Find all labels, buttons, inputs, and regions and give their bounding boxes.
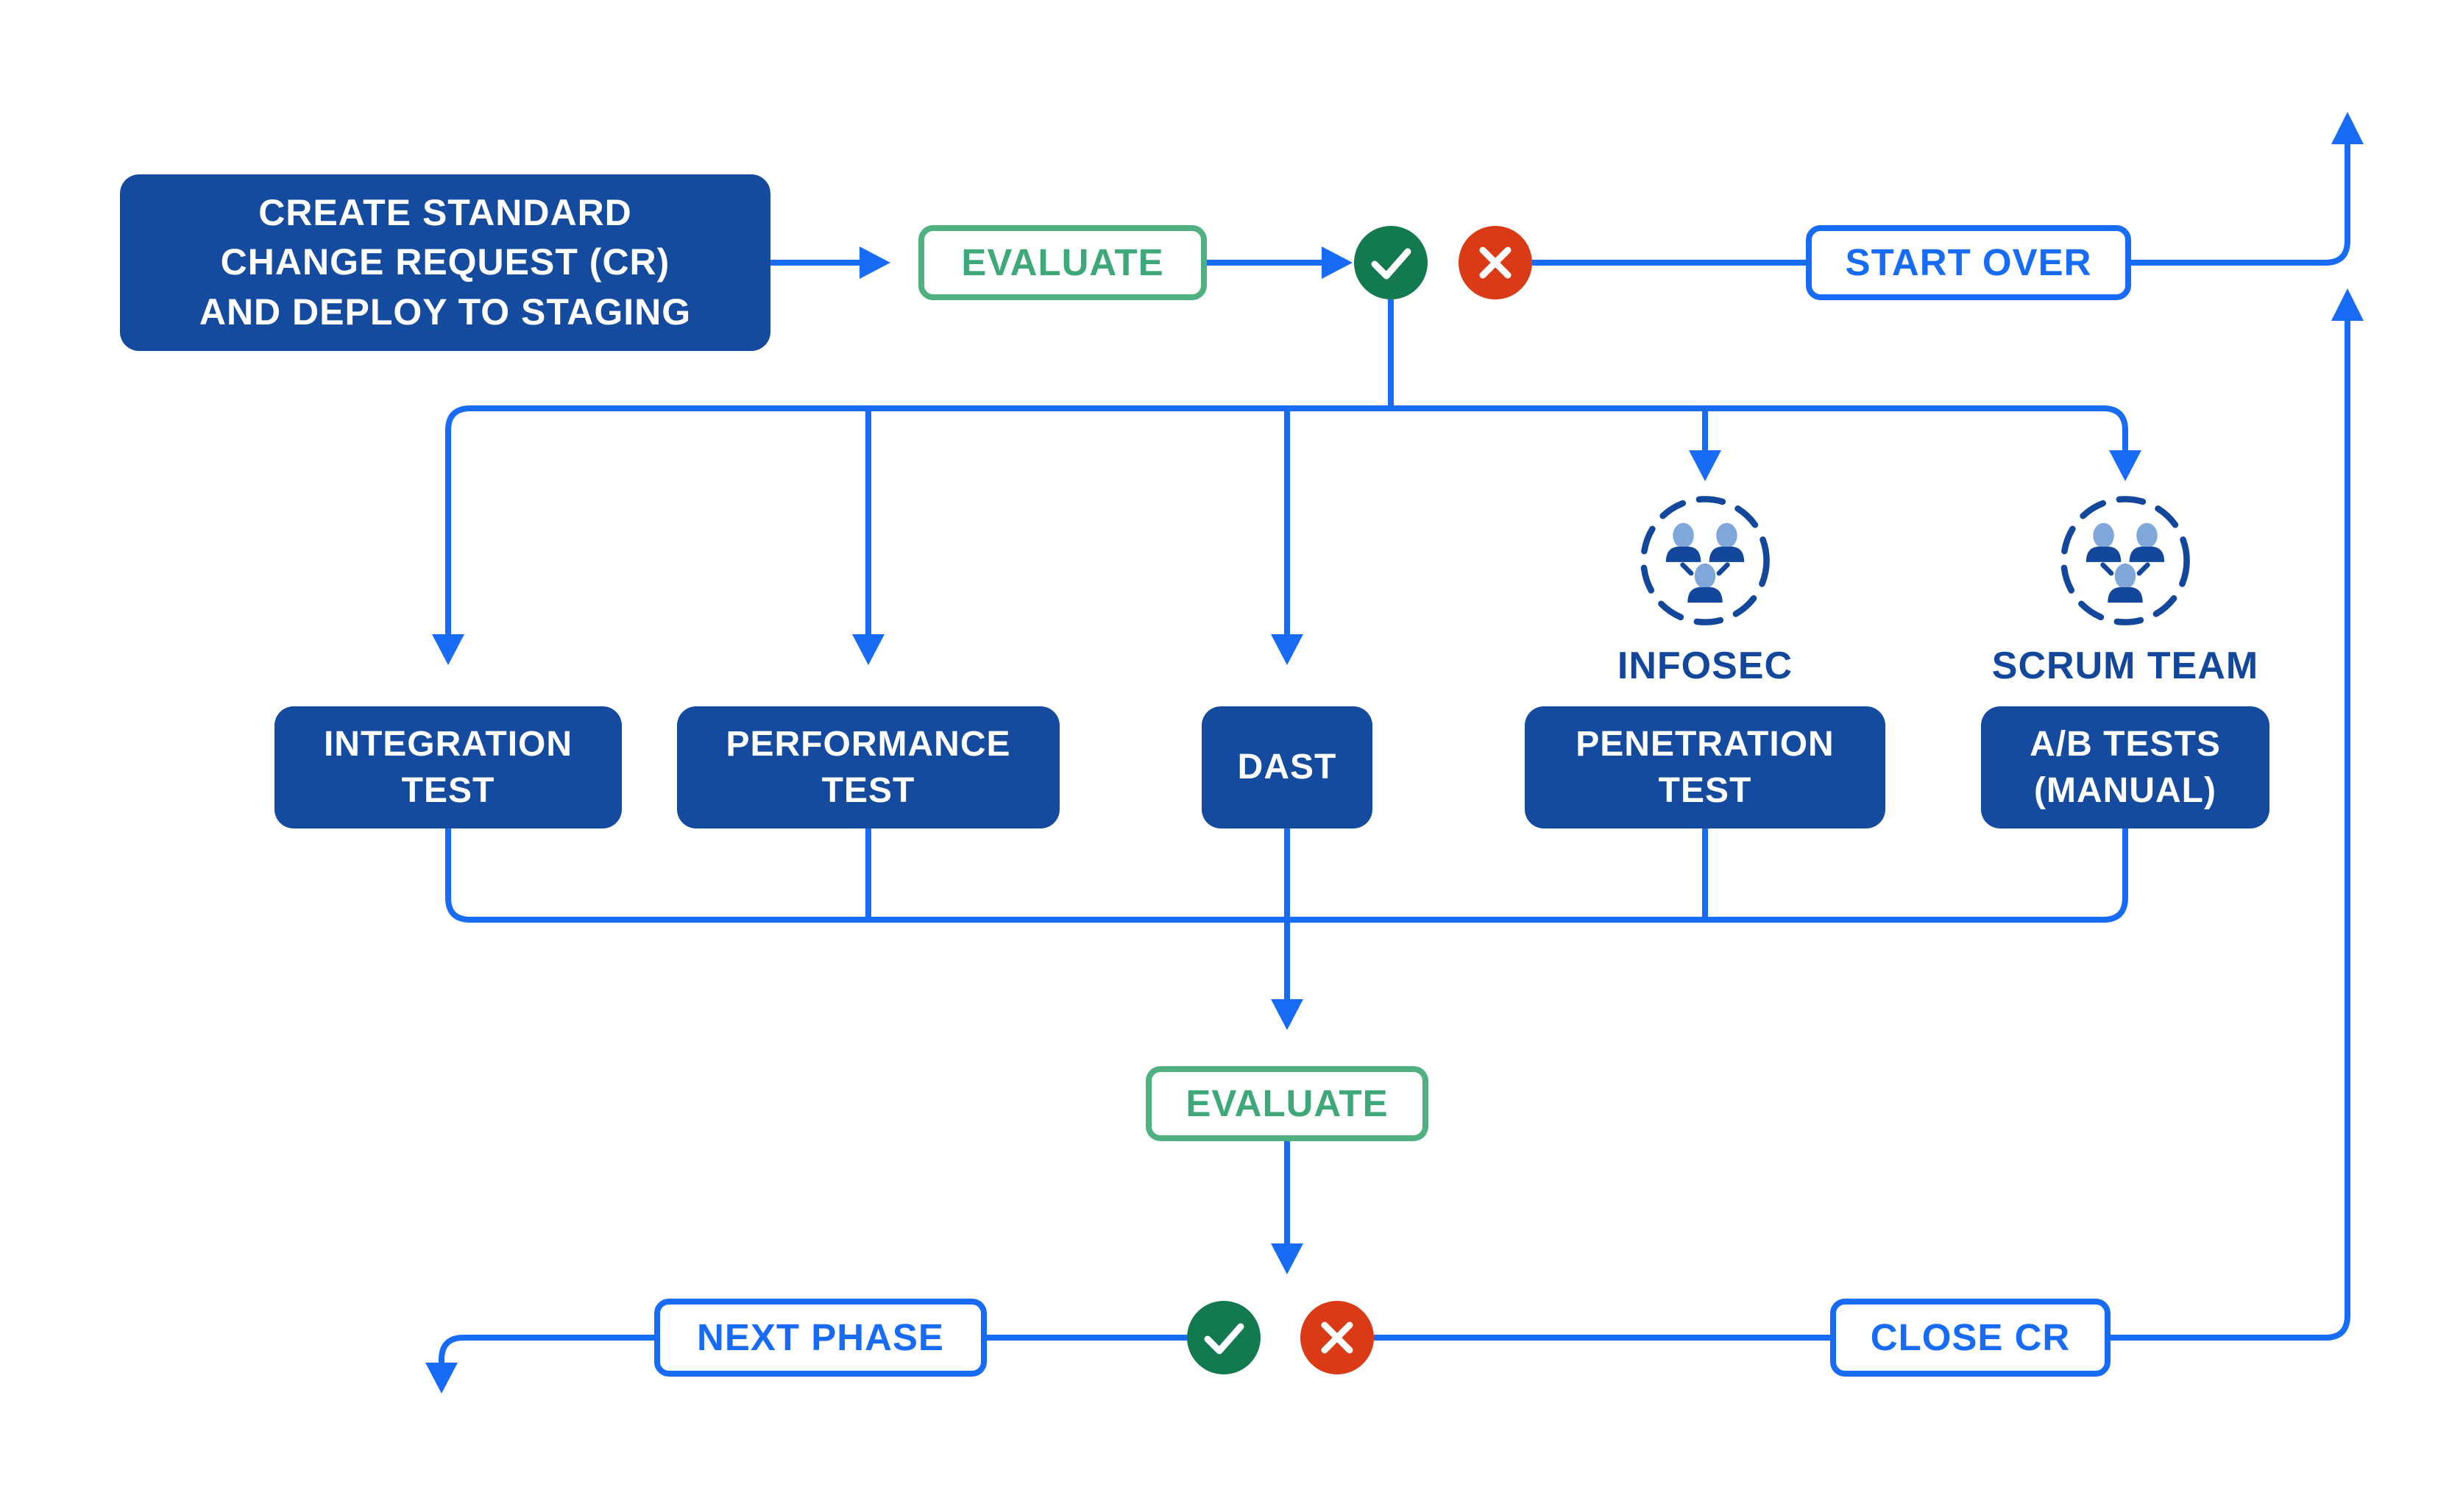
team-icon (2055, 491, 2195, 631)
check-icon (1354, 226, 1428, 299)
node-dast: DAST (1202, 706, 1372, 828)
node-integration-test: INTEGRATION TEST (274, 706, 622, 828)
node-performance-test: PERFORMANCE TEST (677, 706, 1060, 828)
team-icon (1635, 491, 1775, 631)
node-evaluate-top: EVALUATE (918, 225, 1207, 300)
node-evaluate-bottom: EVALUATE (1146, 1066, 1428, 1141)
check-icon (1187, 1301, 1261, 1374)
node-next-phase: NEXT PHASE (654, 1299, 987, 1377)
node-penetration-test: PENETRATION TEST (1525, 706, 1885, 828)
infosec-label: INFOSEC (1617, 645, 1793, 687)
node-ab-tests: A/B TESTS (MANUAL) (1981, 706, 2269, 828)
node-close-cr: CLOSE CR (1830, 1299, 2111, 1377)
x-icon (1300, 1301, 1374, 1374)
node-start-over: START OVER (1806, 225, 2131, 300)
scrum-team-label: SCRUM TEAM (1991, 645, 2259, 687)
x-icon (1459, 226, 1532, 299)
node-create-change-request: CREATE STANDARD CHANGE REQUEST (CR) AND … (120, 174, 770, 351)
wire-start-over-up (2131, 144, 2350, 266)
wire-close-cr-up (2111, 321, 2350, 1341)
wire-next-phase-exit (439, 1335, 654, 1363)
